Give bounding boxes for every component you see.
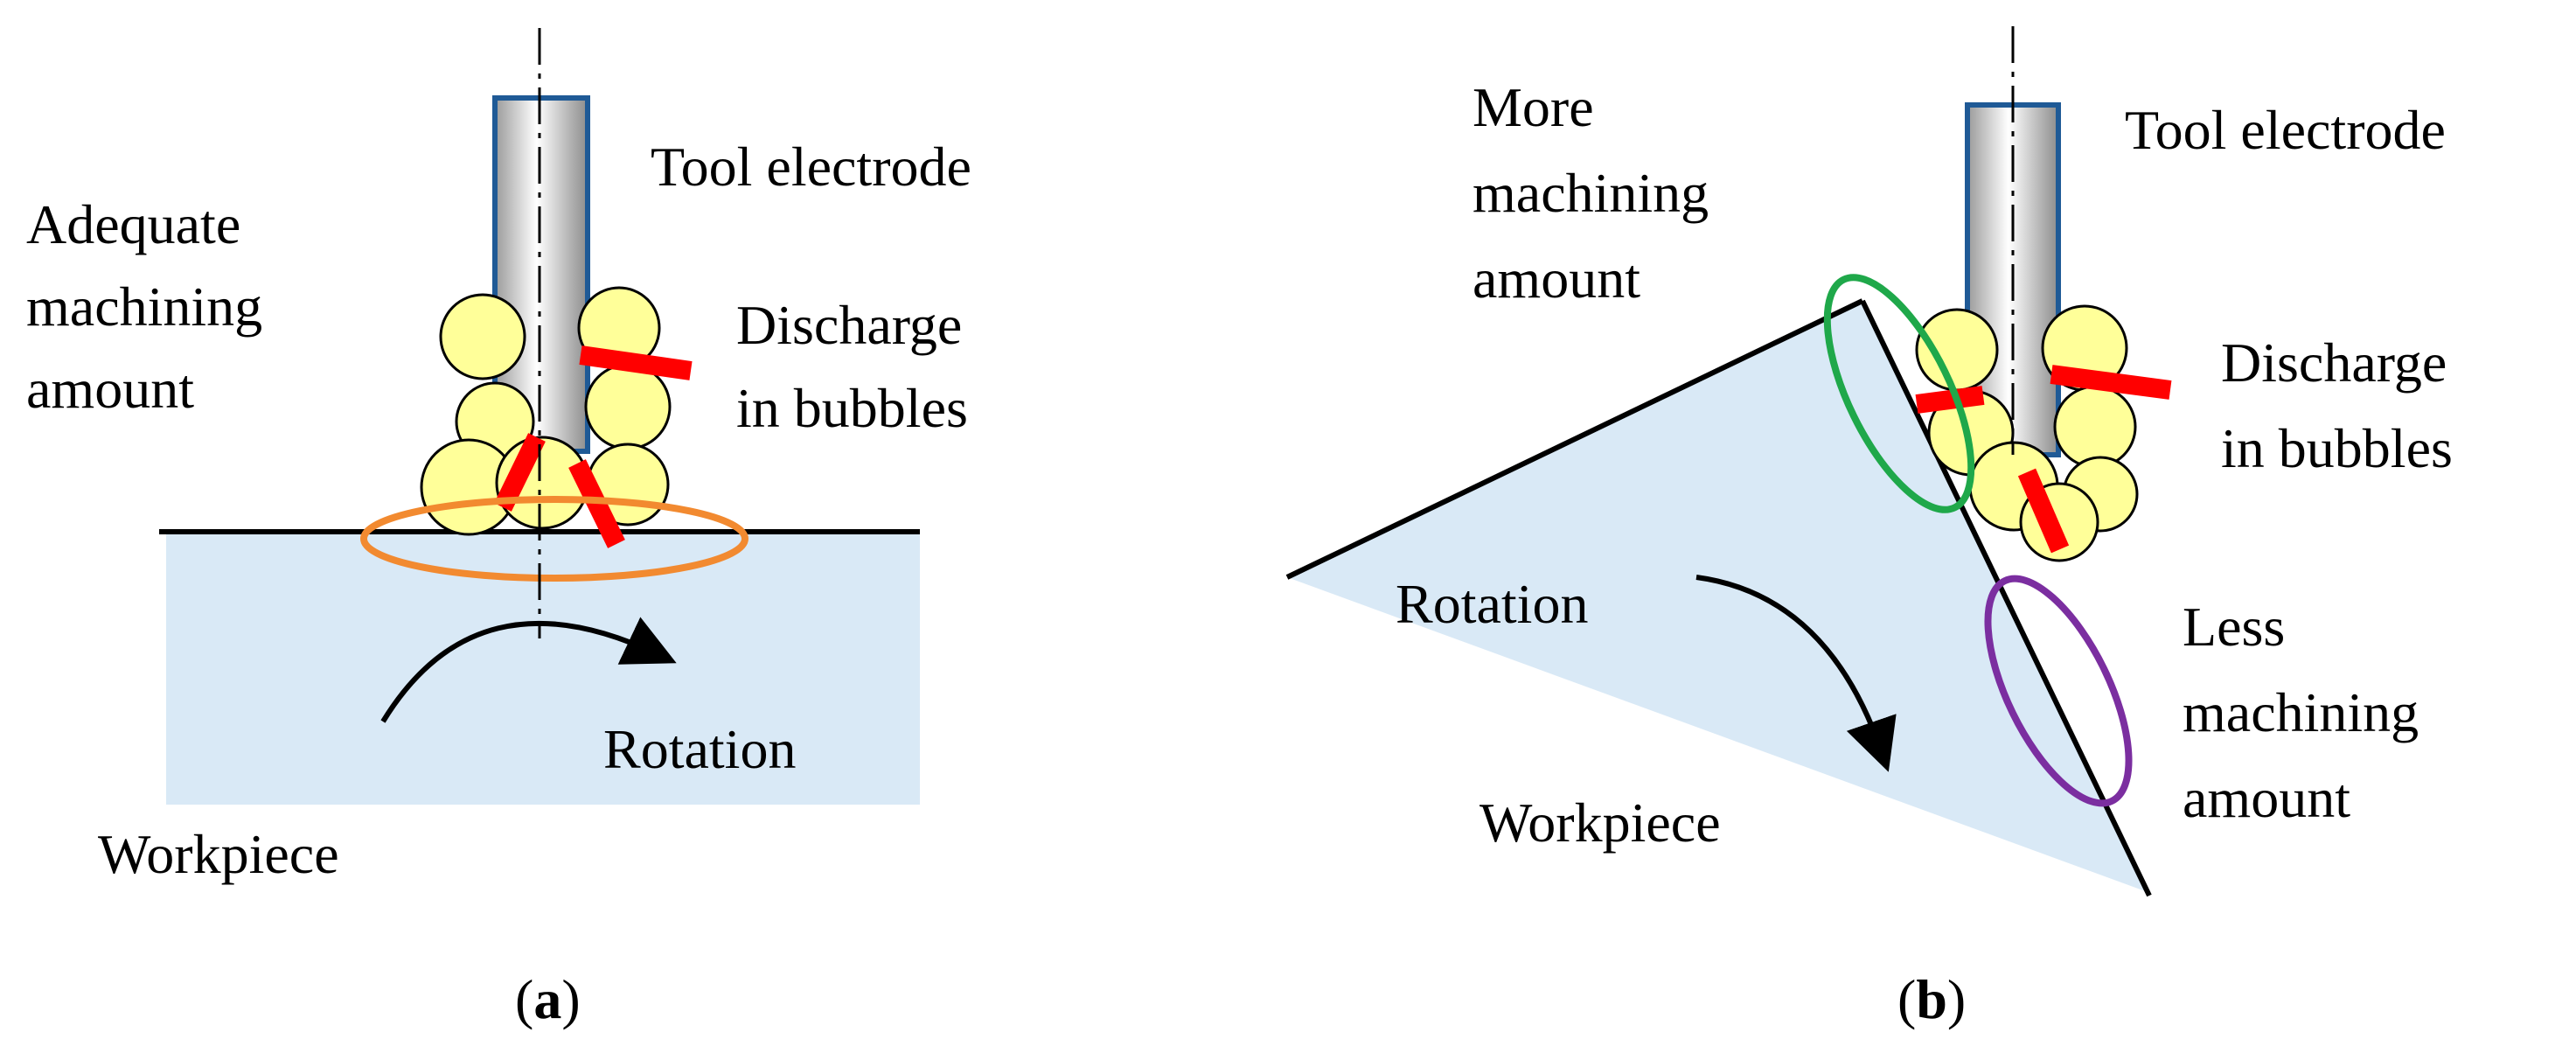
adequate-label-line2: machining xyxy=(26,275,262,338)
less-label-line2: machining xyxy=(2183,681,2419,743)
panel-a: Tool electrode Adequate machining amount… xyxy=(26,28,971,1030)
discharge-mark xyxy=(2050,365,2172,400)
more-machining-ellipse xyxy=(1823,274,1975,513)
caption-b-letter: b xyxy=(1916,968,1947,1030)
caption-a: (a) xyxy=(515,968,581,1030)
discharge-label-a-line2: in bubbles xyxy=(736,377,968,439)
less-machining-ellipse xyxy=(1984,575,2133,807)
workpiece-top-edge-b xyxy=(1285,298,1864,580)
more-label-line3: amount xyxy=(1472,248,1640,310)
tool-electrode-label-a: Tool electrode xyxy=(651,136,971,198)
caption-a-close: ) xyxy=(561,968,580,1030)
discharge-mark xyxy=(1915,386,1985,414)
more-label-line1: More xyxy=(1472,76,1594,138)
panel-b: More machining amount Tool electrode Dis… xyxy=(1285,26,2453,1030)
workpiece-side-edge-b xyxy=(1860,299,2152,897)
less-label-line1: Less xyxy=(2183,596,2285,658)
discharges-b xyxy=(1915,365,2172,554)
caption-a-open: ( xyxy=(515,968,533,1030)
caption-b-close: ) xyxy=(1947,968,1966,1030)
rotation-label-b: Rotation xyxy=(1396,573,1588,635)
discharge-mark xyxy=(2017,468,2070,554)
adequate-machining-ellipse xyxy=(360,496,748,582)
caption-b: (b) xyxy=(1897,968,1966,1030)
bubble xyxy=(584,363,672,450)
adequate-label-line3: amount xyxy=(26,358,194,420)
bubble xyxy=(1915,308,1999,392)
discharge-label-b-line1: Discharge xyxy=(2221,331,2447,394)
workpiece-label-b: Workpiece xyxy=(1479,791,1721,854)
workpiece-label-a: Workpiece xyxy=(98,823,339,885)
rotation-arrow-a xyxy=(380,617,677,723)
rotation-arrow-b xyxy=(1695,575,1897,772)
tool-electrode-label-b: Tool electrode xyxy=(2125,99,2446,161)
more-label-line2: machining xyxy=(1472,162,1709,224)
discharge-label-a-line1: Discharge xyxy=(736,294,962,356)
caption-b-open: ( xyxy=(1897,968,1916,1030)
bubble xyxy=(439,293,526,380)
bubble xyxy=(2053,385,2137,469)
workpiece-a xyxy=(166,533,920,805)
less-label-line3: amount xyxy=(2183,767,2350,829)
adequate-label-line1: Adequate xyxy=(26,193,240,255)
caption-a-letter: a xyxy=(533,968,561,1030)
discharge-label-b-line2: in bubbles xyxy=(2221,417,2453,479)
discharge-mark xyxy=(579,345,693,380)
discharge-mark xyxy=(494,433,546,512)
rotation-label-a: Rotation xyxy=(603,718,796,780)
